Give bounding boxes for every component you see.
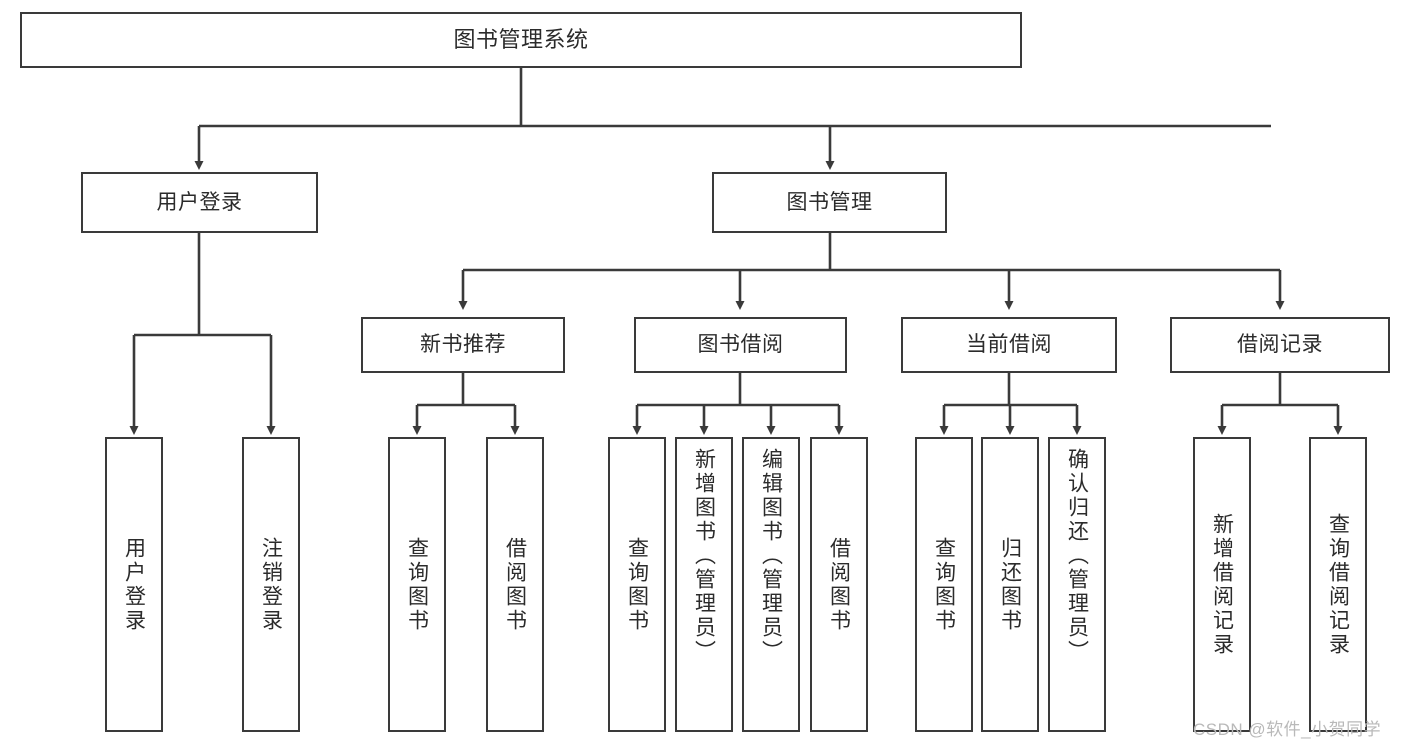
node-label: 查询图书 <box>932 536 956 633</box>
node-label: 查询图书 <box>405 536 429 633</box>
node-label: 图书管理 <box>786 190 873 214</box>
node-label: 确认归还（管理员） <box>1065 448 1089 664</box>
node-book-management[interactable]: 图书管理 <box>712 172 947 233</box>
node-borrow-records[interactable]: 借阅记录 <box>1170 317 1390 373</box>
node-label: 查询图书 <box>625 536 649 633</box>
node-book-borrow[interactable]: 图书借阅 <box>634 317 847 373</box>
node-label: 查询借阅记录 <box>1326 512 1350 657</box>
node-label: 新书推荐 <box>420 333 506 357</box>
node-label: 用户登录 <box>156 190 243 214</box>
node-label: 借阅图书 <box>827 536 851 633</box>
node-label: 当前借阅 <box>966 333 1052 357</box>
leaf-borrow-records-add-record[interactable]: 新增借阅记录 <box>1193 437 1251 732</box>
leaf-book-borrow-edit-book-admin[interactable]: 编辑图书（管理员） <box>742 437 800 732</box>
leaf-book-borrow-query-book[interactable]: 查询图书 <box>608 437 666 732</box>
leaf-user-login-login[interactable]: 用户登录 <box>105 437 163 732</box>
node-label: 编辑图书（管理员） <box>759 448 783 664</box>
leaf-user-login-logout[interactable]: 注销登录 <box>242 437 300 732</box>
node-user-login[interactable]: 用户登录 <box>81 172 318 233</box>
node-label: 图书借阅 <box>697 333 784 357</box>
leaf-current-borrow-query-book[interactable]: 查询图书 <box>915 437 973 732</box>
node-label: 归还图书 <box>998 536 1022 633</box>
node-root-book-management-system[interactable]: 图书管理系统 <box>20 12 1022 68</box>
node-label: 新增借阅记录 <box>1210 512 1234 657</box>
leaf-new-book-borrow-book[interactable]: 借阅图书 <box>486 437 544 732</box>
leaf-current-borrow-confirm-return-admin[interactable]: 确认归还（管理员） <box>1048 437 1106 732</box>
node-label: 借阅图书 <box>503 536 527 633</box>
csdn-watermark: CSDN @软件_小贺同学 <box>1193 720 1382 739</box>
leaf-book-borrow-add-book-admin[interactable]: 新增图书（管理员） <box>675 437 733 732</box>
node-label: 用户登录 <box>122 536 146 633</box>
leaf-new-book-query-book[interactable]: 查询图书 <box>388 437 446 732</box>
node-label: 图书管理系统 <box>453 26 589 52</box>
leaf-current-borrow-return-book[interactable]: 归还图书 <box>981 437 1039 732</box>
node-label: 注销登录 <box>259 536 283 633</box>
leaf-borrow-records-query-record[interactable]: 查询借阅记录 <box>1309 437 1367 732</box>
leaf-book-borrow-borrow-book[interactable]: 借阅图书 <box>810 437 868 732</box>
node-new-book-recommend[interactable]: 新书推荐 <box>361 317 565 373</box>
node-label: 新增图书（管理员） <box>692 448 716 664</box>
node-label: 借阅记录 <box>1237 333 1323 357</box>
node-current-borrow[interactable]: 当前借阅 <box>901 317 1117 373</box>
